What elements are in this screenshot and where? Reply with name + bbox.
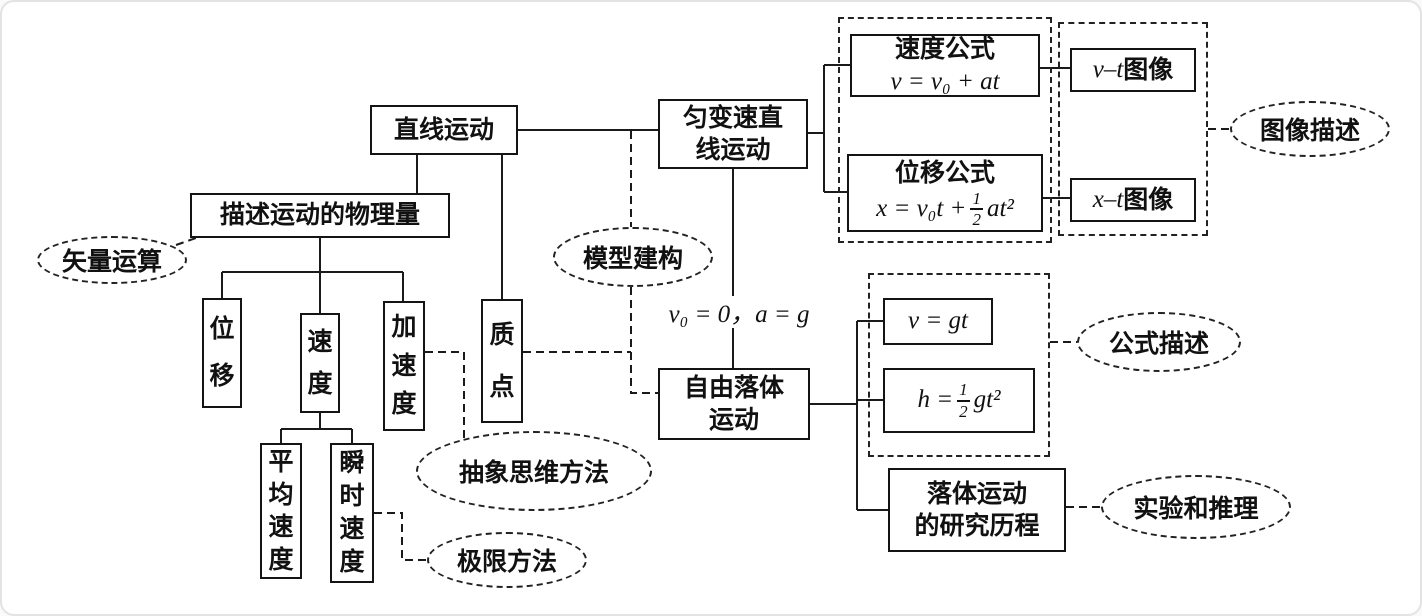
node-uniform-acceleration-motion: 匀变速直 线运动 xyxy=(658,99,808,169)
node-acceleration: 加速度 xyxy=(383,301,425,431)
fraction-numerator: 1 xyxy=(970,189,983,211)
ellipse-model-building: 模型建构 xyxy=(553,227,713,287)
node-label: 直线运动 xyxy=(393,115,494,144)
ellipse-experiment-reasoning: 实验和推理 xyxy=(1101,475,1291,539)
node-label: 瞬时速度 xyxy=(339,448,365,577)
node-label: 加速度 xyxy=(391,312,417,419)
condition-text: v₀ = 0，a = g xyxy=(668,301,810,328)
vt-graph-suffix: 图像 xyxy=(1123,55,1174,84)
node-label: 速度 xyxy=(307,327,333,399)
node-label: 落体运动 的研究历程 xyxy=(914,479,1040,541)
ellipse-limit-method: 极限方法 xyxy=(427,532,587,588)
node-linear-motion: 直线运动 xyxy=(370,105,518,155)
formula-text: gt² xyxy=(973,386,1001,414)
node-average-velocity: 平均速度 xyxy=(260,443,302,579)
ellipse-formula-description: 公式描述 xyxy=(1077,312,1241,372)
displacement-formula-expression: x = v₀t + 1 2 at² xyxy=(876,189,1014,229)
ellipse-label: 矢量运算 xyxy=(61,248,162,276)
node-displacement-formula: 位移公式 x = v₀t + 1 2 at² xyxy=(847,154,1043,232)
node-velocity-formula: 速度公式 v = v₀ + at xyxy=(850,34,1040,97)
node-label: 质点 xyxy=(489,320,515,402)
node-h-formula: h = 1 2 gt² xyxy=(883,368,1035,433)
vt-graph-variable: v–t xyxy=(1092,55,1124,83)
node-particle: 质点 xyxy=(481,299,523,423)
node-fall-research-history: 落体运动 的研究历程 xyxy=(888,468,1066,552)
edge-label-freefall-condition: v₀ = 0，a = g xyxy=(650,296,828,328)
ellipse-label: 模型建构 xyxy=(582,245,683,273)
velocity-formula-expression: v = v₀ + at xyxy=(890,66,999,99)
node-label: 平均速度 xyxy=(268,448,294,574)
ellipse-label: 极限方法 xyxy=(456,548,557,576)
xt-graph-variable: x–t xyxy=(1092,185,1124,213)
fraction-denominator: 2 xyxy=(959,401,968,421)
group-rect-uniform-formulas xyxy=(838,17,1052,243)
xt-graph-suffix: 图像 xyxy=(1123,185,1174,214)
ellipse-label: 公式描述 xyxy=(1108,330,1209,358)
velocity-formula-title: 速度公式 xyxy=(894,35,995,63)
node-displacement: 位移 xyxy=(202,298,242,408)
node-free-fall-motion: 自由落体 运动 xyxy=(658,368,810,440)
ellipse-abstract-thinking: 抽象思维方法 xyxy=(416,431,652,511)
node-instantaneous-velocity: 瞬时速度 xyxy=(330,443,374,583)
node-label: 匀变速直 线运动 xyxy=(682,103,783,165)
group-rect-graphs xyxy=(1058,22,1208,236)
fraction-denominator: 2 xyxy=(972,210,981,230)
ellipse-vector-operations: 矢量运算 xyxy=(37,236,187,284)
formula-text: at² xyxy=(986,195,1014,222)
v-gt-expression: v = gt xyxy=(908,305,968,338)
dashed-connectors xyxy=(175,128,1230,561)
group-rect-freefall-formulas xyxy=(868,273,1050,457)
displacement-formula-title: 位移公式 xyxy=(894,158,995,187)
ellipse-label: 图像描述 xyxy=(1259,117,1360,145)
fraction-numerator: 1 xyxy=(957,380,970,402)
ellipse-graph-description: 图像描述 xyxy=(1230,101,1390,157)
node-describing-quantities: 描述运动的物理量 xyxy=(190,193,450,238)
node-velocity: 速度 xyxy=(300,313,340,413)
fraction: 1 2 xyxy=(957,380,970,421)
ellipse-label: 抽象思维方法 xyxy=(458,459,609,487)
formula-text: v = gt xyxy=(908,307,968,335)
formula-text: x = v₀t + xyxy=(876,195,967,222)
solid-connectors xyxy=(221,64,1070,511)
node-label: 描述运动的物理量 xyxy=(219,201,420,230)
node-label: 位移 xyxy=(209,314,235,391)
h-expression: h = 1 2 gt² xyxy=(917,380,1000,420)
formula-text: v = v₀ + at xyxy=(890,67,1000,95)
ellipse-label: 实验和推理 xyxy=(1133,495,1259,523)
fraction: 1 2 xyxy=(970,189,983,229)
node-label: 自由落体 运动 xyxy=(683,373,784,435)
formula-text: h = xyxy=(917,386,954,414)
node-v-equals-gt: v = gt xyxy=(883,298,993,345)
